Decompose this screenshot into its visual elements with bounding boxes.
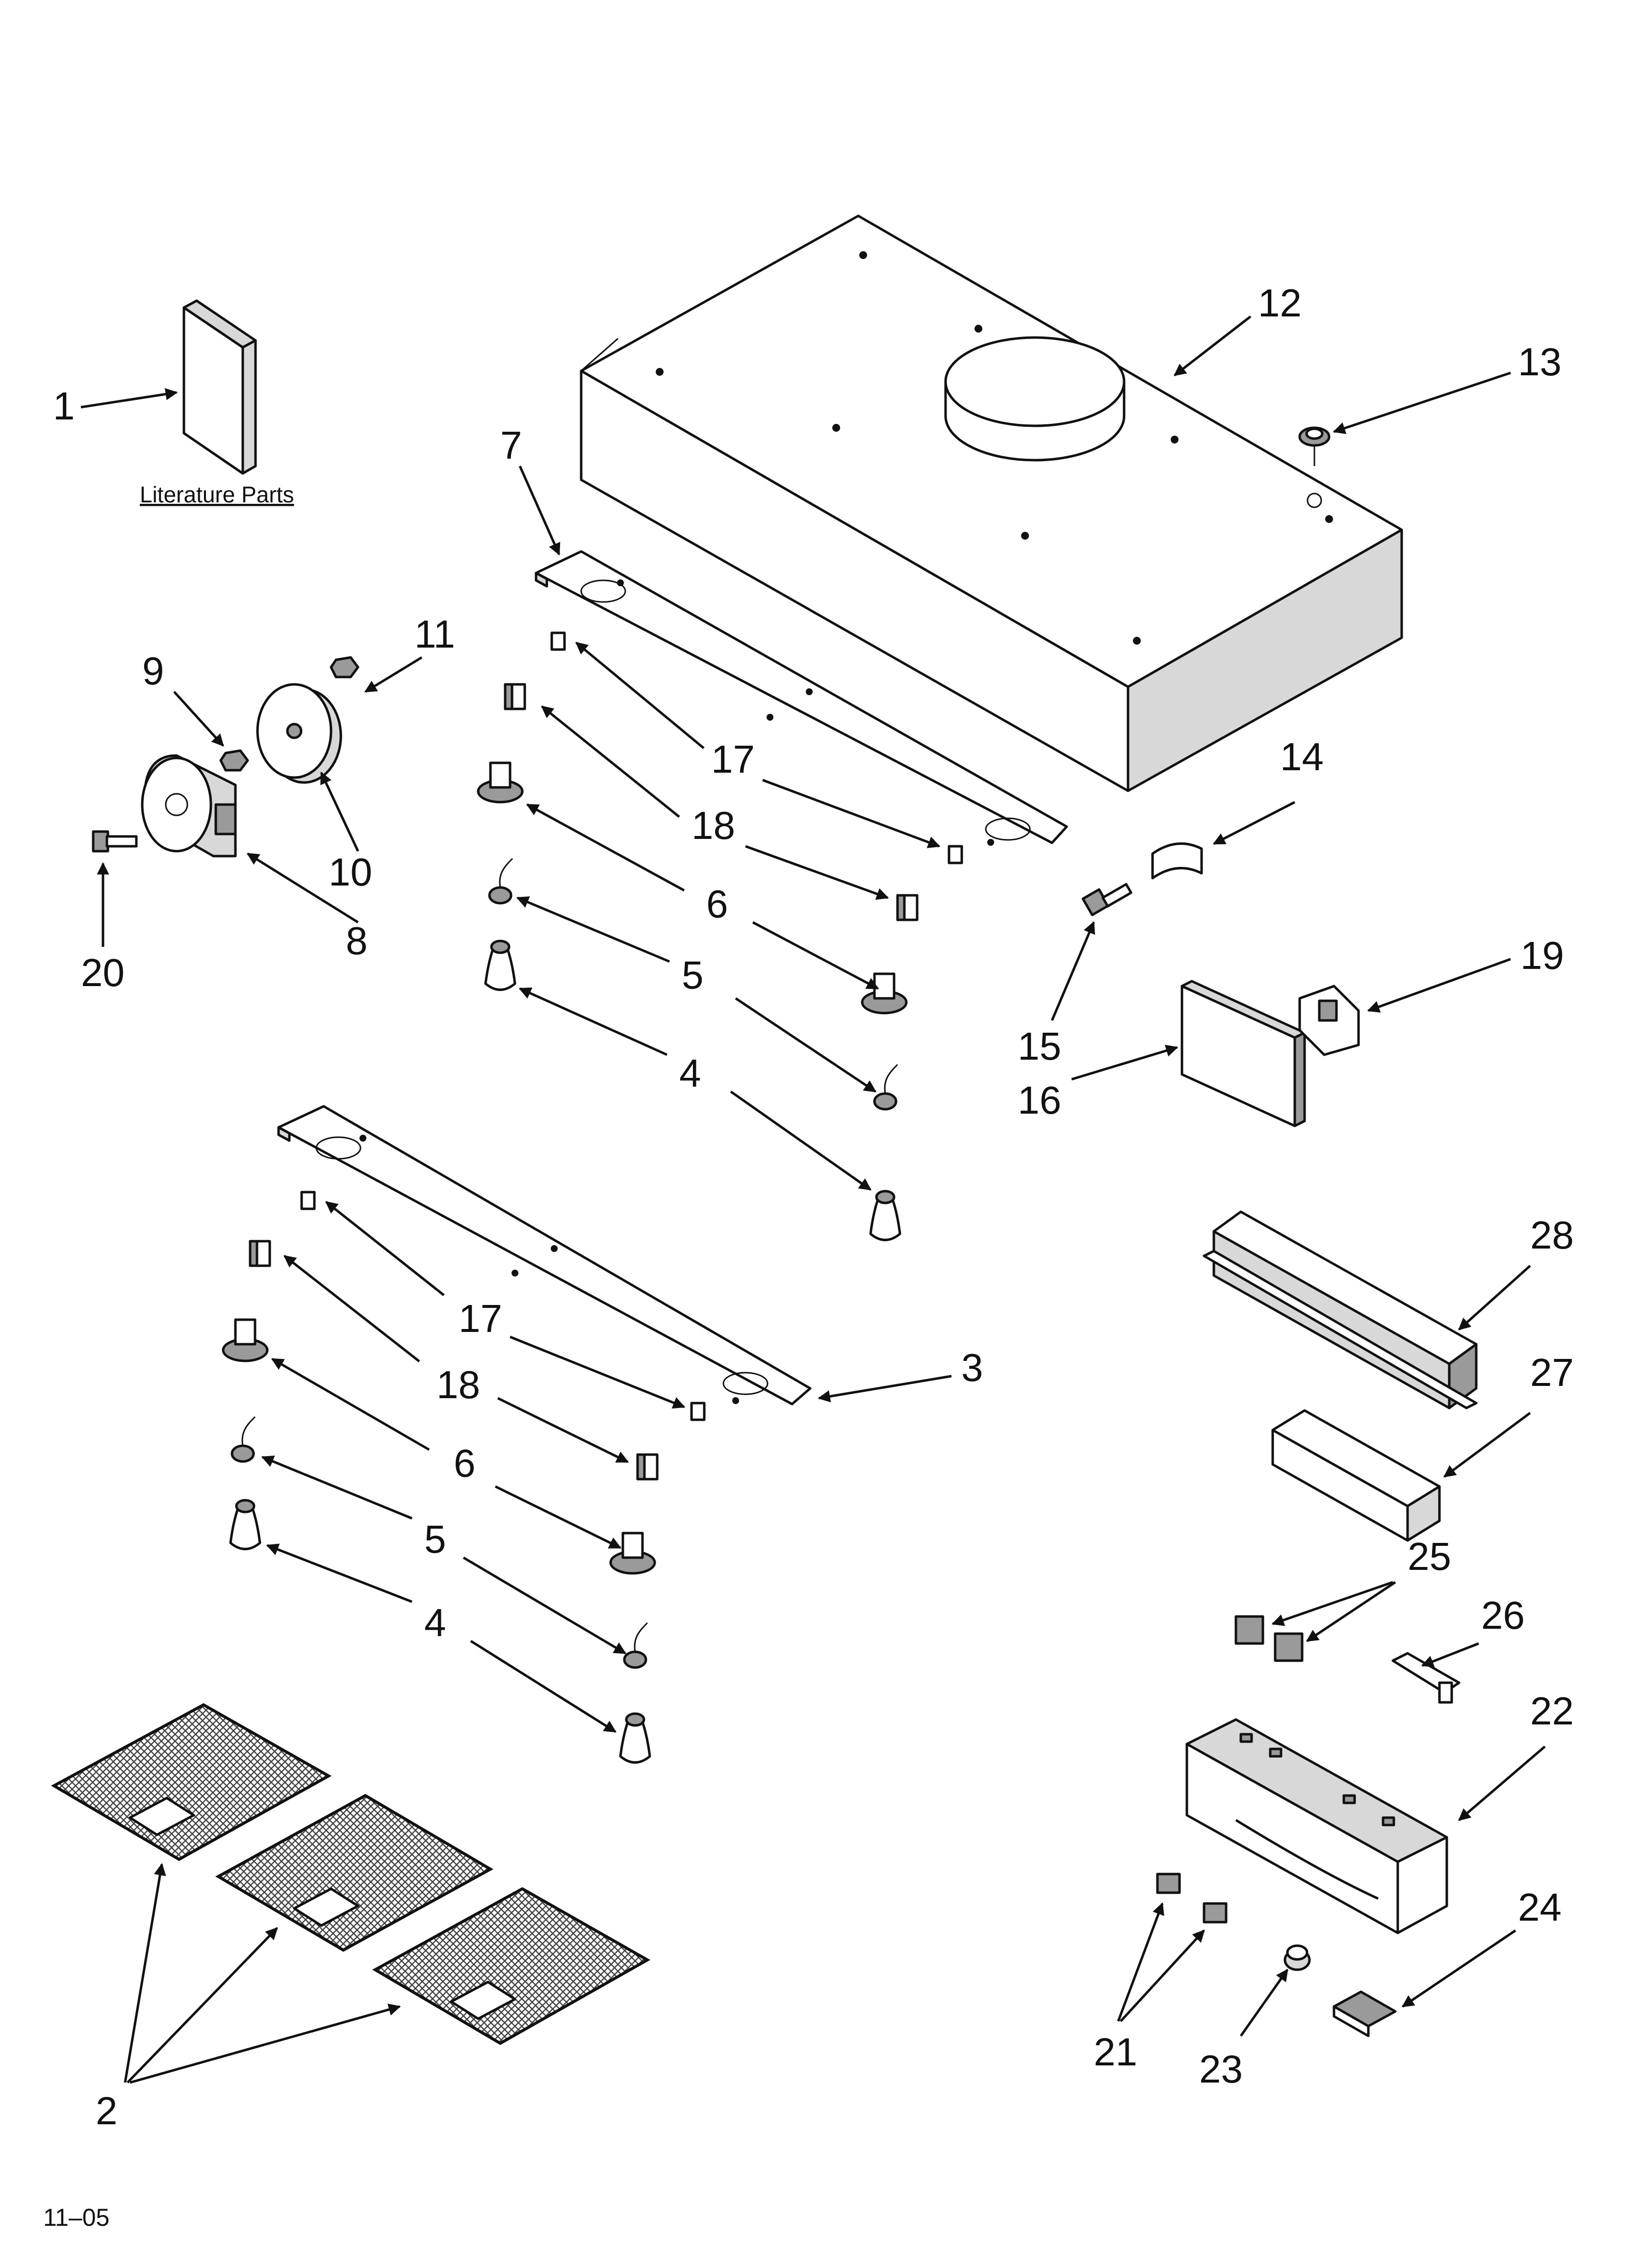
lower-clip-18 [249,1240,659,1481]
callout-17-upper: 17 [711,737,755,781]
callout-18-lower: 18 [436,1363,480,1407]
terminals-25 [1234,1615,1304,1662]
filters-2 [51,1703,651,2045]
footer-code: 11–05 [43,2204,109,2231]
upper-rail [535,550,1068,846]
callout-11: 11 [414,612,455,656]
callout-9: 9 [142,649,164,693]
clips-21 [1156,1873,1228,1924]
callout-2: 2 [96,2089,118,2133]
lower-socket-6 [222,1318,656,1575]
bracket-14 [1151,842,1203,880]
callout-18-upper: 18 [692,804,735,847]
lower-lamp-4 [229,1499,651,1764]
callout-17-lower: 17 [459,1297,502,1340]
nut-11 [330,656,359,678]
knob-23 [1283,1944,1311,1971]
callout-19: 19 [1520,934,1564,977]
callout-1: 1 [53,384,75,428]
literature-booklet [182,299,257,475]
nut-9 [219,749,249,772]
lens-16 [1180,980,1306,1127]
callout-27: 27 [1530,1351,1574,1394]
upper-clip-17a [550,631,963,864]
callout-3: 3 [961,1346,983,1389]
callout-23: 23 [1199,2047,1243,2091]
callout-8: 8 [346,919,368,963]
upper-clip-18 [504,683,919,921]
callout-26: 26 [1481,1593,1525,1637]
callout-5-upper: 5 [682,953,704,997]
literature-parts-label: Literature Parts [140,482,294,507]
lower-clip-17 [300,1191,706,1421]
callout-10: 10 [329,850,372,894]
callout-12: 12 [1258,281,1302,325]
upper-socket-6 [477,761,908,1015]
callout-24: 24 [1518,1885,1562,1929]
callout-21: 21 [1094,2030,1137,2074]
callout-13: 13 [1518,340,1562,384]
callout-labels: 1 2 3 4 4 5 5 6 6 7 8 9 10 11 12 13 14 1… [53,281,1574,2133]
switch-19 [1298,985,1360,1056]
part-13-plug [1298,426,1331,466]
screw-20 [92,830,138,853]
block-27 [1271,1409,1441,1542]
lower-starter-5 [231,1416,648,1669]
callout-14: 14 [1280,735,1324,779]
callout-7: 7 [500,423,522,467]
callout-25: 25 [1408,1535,1451,1578]
upper-lamp-4 [484,939,901,1241]
lower-rail [277,1105,812,1406]
screw-15 [1081,883,1132,916]
leader-lines [80,315,1546,2084]
upper-starter-5 [488,858,898,1111]
callout-6-lower: 6 [454,1441,476,1485]
callout-22: 22 [1530,1689,1574,1733]
callout-4-lower: 4 [424,1601,446,1644]
hood-body [580,214,1403,792]
ballast-28 [1203,1210,1478,1409]
fan-housing-8 [141,754,237,858]
holder-26 [1391,1652,1461,1704]
callout-16: 16 [1018,1078,1061,1122]
fan-wheel-10 [256,683,342,784]
callout-6-upper: 6 [706,882,728,926]
callout-5-lower: 5 [424,1517,446,1561]
callout-28: 28 [1530,1213,1574,1257]
callout-15: 15 [1018,1024,1061,1068]
switch-24 [1333,1990,1397,2037]
lamp-housing-22 [1185,1718,1448,1934]
callout-4-upper: 4 [679,1051,701,1095]
callout-20: 20 [81,951,125,994]
